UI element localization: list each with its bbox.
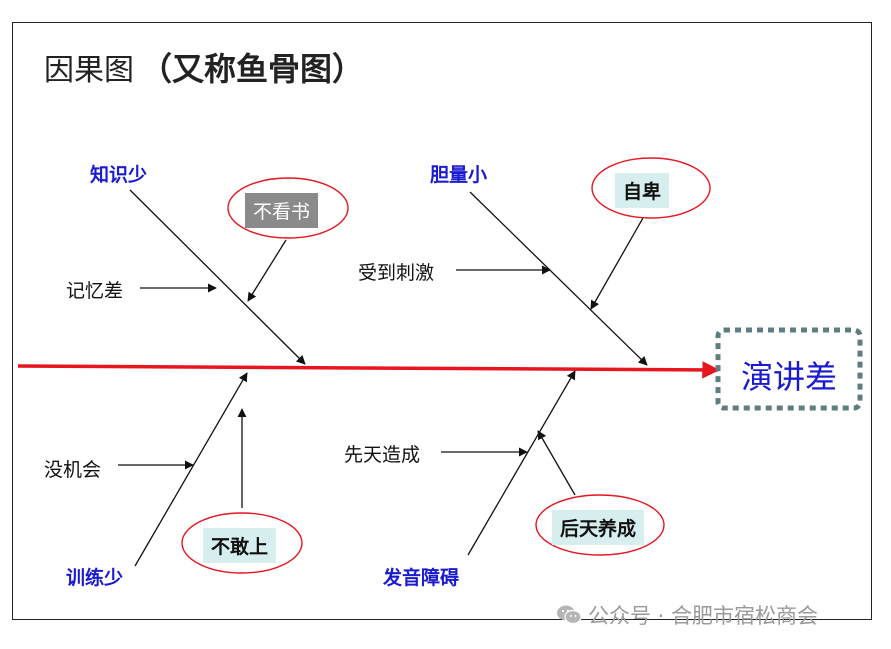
branch-fayinzhangai <box>467 370 576 556</box>
subcause-tag: 不看书 <box>245 193 319 228</box>
branch-zhishishao <box>129 189 306 365</box>
effect-label: 演讲差 <box>741 358 838 396</box>
subcause-tag: 不敢上 <box>203 528 277 563</box>
cause-label: 先天造成 <box>344 444 421 466</box>
page-title: 因果图（又称鱼骨图） <box>44 44 364 90</box>
spine-arrow <box>17 361 720 379</box>
watermark-text: 公众号 · 合肥市宿松商会 <box>588 604 819 628</box>
subcause-arrow-zibei <box>590 217 644 310</box>
subcause-arrow-houtianyangcheng <box>537 430 576 496</box>
diagram-frame <box>12 22 872 620</box>
cause-label: 没机会 <box>44 459 102 481</box>
wechat-icon <box>557 605 582 625</box>
subcause-arrow-bukanshu <box>247 239 287 302</box>
ellipse-houtianyangcheng <box>535 494 665 556</box>
cause-label: 记忆差 <box>66 280 124 302</box>
effect-box <box>715 327 863 411</box>
category-label: 训练少 <box>66 567 124 589</box>
cause-label: 受到刺激 <box>358 262 435 284</box>
category-label: 知识少 <box>90 164 148 186</box>
category-label: 胆量小 <box>430 164 488 186</box>
subcause-tag: 后天养成 <box>552 510 645 545</box>
ellipse-zibei <box>591 157 711 219</box>
title-sub: （又称鱼骨图） <box>140 50 365 88</box>
title-main: 因果图 <box>44 53 134 88</box>
watermark: 公众号 · 合肥市宿松商会 <box>556 600 818 630</box>
category-label: 发音障碍 <box>383 567 460 589</box>
ellipse-buganshang <box>181 512 303 574</box>
subcause-tag: 自卑 <box>615 173 670 208</box>
branch-danliangxiao <box>469 191 648 366</box>
ellipse-bukanshu <box>227 177 349 239</box>
